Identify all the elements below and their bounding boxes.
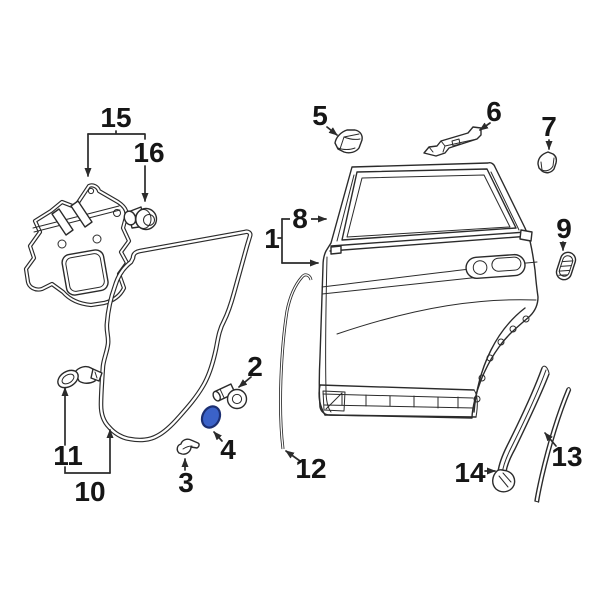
callout-5-label[interactable]: 5 bbox=[312, 100, 328, 131]
part-5-bracket[interactable] bbox=[334, 129, 363, 154]
leader-bracket bbox=[277, 218, 283, 264]
callout-6-label[interactable]: 6 bbox=[486, 96, 502, 127]
callout-14[interactable]: 14 bbox=[454, 457, 496, 488]
leader-line bbox=[285, 450, 301, 462]
callout-6[interactable]: 6 bbox=[479, 96, 502, 131]
frame-left-channel bbox=[336, 174, 355, 242]
callout-11-label[interactable]: 11 bbox=[53, 440, 83, 471]
callout-3[interactable]: 3 bbox=[178, 458, 194, 498]
leader-line bbox=[213, 431, 223, 442]
callout-5[interactable]: 5 bbox=[312, 100, 338, 136]
part-11-grommet[interactable] bbox=[55, 365, 103, 392]
callout-7-label[interactable]: 7 bbox=[541, 111, 557, 142]
part-2-screw[interactable] bbox=[212, 383, 248, 410]
callout-2-label[interactable]: 2 bbox=[247, 351, 263, 382]
belt-bracket-right bbox=[519, 229, 533, 242]
panel-hole-3 bbox=[113, 209, 121, 217]
window-frame-inner bbox=[341, 168, 517, 241]
callout-8-label[interactable]: 8 bbox=[292, 203, 308, 234]
panel-opening bbox=[61, 249, 109, 296]
callout-9-label[interactable]: 9 bbox=[556, 213, 572, 244]
callout-13-label[interactable]: 13 bbox=[551, 441, 582, 472]
belt-rail-1 bbox=[330, 231, 527, 247]
door-shell[interactable] bbox=[318, 162, 539, 419]
bracket-body bbox=[334, 129, 363, 154]
label-8-backing bbox=[290, 204, 311, 231]
callout-3-label[interactable]: 3 bbox=[178, 467, 194, 498]
callout-12[interactable]: 12 bbox=[285, 450, 327, 484]
callout-10-label[interactable]: 10 bbox=[74, 476, 105, 507]
callout-11-and-10[interactable]: 11 10 bbox=[53, 387, 114, 507]
callout-16[interactable]: 16 bbox=[133, 137, 165, 202]
part-7-corner-cover[interactable] bbox=[537, 151, 558, 174]
part-10-weatherstrip[interactable] bbox=[98, 229, 253, 443]
leader-line bbox=[544, 432, 557, 447]
panel-rib bbox=[32, 205, 120, 229]
rocker-molding bbox=[318, 384, 478, 418]
callout-7[interactable]: 7 bbox=[541, 111, 557, 150]
part-13-arch-strip[interactable] bbox=[534, 387, 572, 503]
panel-hole-1 bbox=[57, 239, 67, 249]
window-frame-inner2 bbox=[346, 174, 511, 238]
part-16-clip[interactable] bbox=[122, 206, 158, 231]
leader-line bbox=[87, 130, 146, 140]
callout-1-and-8[interactable]: 8 1 bbox=[264, 203, 327, 267]
callout-12-label[interactable]: 12 bbox=[295, 453, 326, 484]
callout-9[interactable]: 9 bbox=[556, 213, 572, 251]
lower-crease bbox=[336, 299, 537, 335]
wheel-arch-flange bbox=[473, 307, 530, 413]
leader-line bbox=[238, 376, 252, 388]
part-12-trim-cord[interactable] bbox=[278, 273, 313, 450]
screw-head bbox=[226, 388, 248, 410]
door-handle-recess bbox=[465, 253, 526, 279]
callout-1-label[interactable]: 1 bbox=[264, 223, 280, 254]
belt-crease-2 bbox=[321, 275, 491, 295]
plug-body[interactable] bbox=[199, 403, 224, 430]
callout-4[interactable]: 4 bbox=[213, 431, 236, 465]
callout-2[interactable]: 2 bbox=[238, 351, 263, 388]
leader-line bbox=[326, 126, 338, 136]
frame-right-channel bbox=[490, 171, 520, 231]
callout-15-label[interactable]: 15 bbox=[100, 102, 131, 133]
trim-foot bbox=[492, 469, 516, 493]
panel-stripe-2 bbox=[70, 200, 93, 228]
panel-screw-hole bbox=[87, 187, 95, 195]
part-4-plug-highlighted[interactable] bbox=[199, 403, 224, 430]
callout-4-label[interactable]: 4 bbox=[220, 434, 236, 465]
panel-stripe-1 bbox=[51, 208, 74, 236]
part-6-frame-rail[interactable] bbox=[423, 126, 482, 157]
panel-hole-2 bbox=[92, 234, 102, 244]
callout-15[interactable]: 15 bbox=[84, 102, 146, 177]
leader-line bbox=[479, 122, 491, 131]
callout-16-label[interactable]: 16 bbox=[133, 137, 164, 168]
belt-clip-left bbox=[330, 245, 342, 255]
part-14-pillar-trim[interactable] bbox=[492, 365, 550, 493]
part-9-pad[interactable] bbox=[555, 250, 578, 281]
callout-14-label[interactable]: 14 bbox=[454, 457, 486, 488]
part-3-clip[interactable] bbox=[176, 438, 200, 455]
cord-line bbox=[278, 273, 313, 450]
belt-rail-2 bbox=[329, 235, 531, 252]
callout-13[interactable]: 13 bbox=[544, 432, 583, 472]
door-edge-inner bbox=[325, 256, 332, 413]
